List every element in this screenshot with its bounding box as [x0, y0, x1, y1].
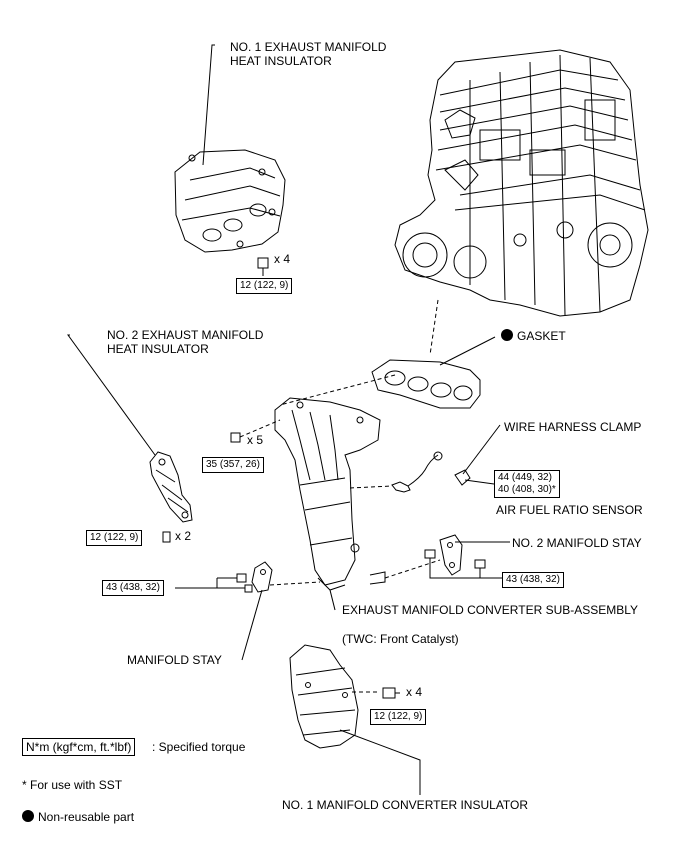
- exhaust-manifold-shape: [274, 397, 386, 591]
- legend-nonreusable: Non-reusable part: [22, 810, 134, 824]
- no1-converter-insulator-shape: [289, 644, 359, 749]
- label-wire-harness-clamp: WIRE HARNESS CLAMP: [504, 420, 642, 434]
- label-air-fuel-ratio-sensor: AIR FUEL RATIO SENSOR: [496, 503, 643, 517]
- no2-manifold-stay-shape: [439, 534, 463, 576]
- legend-sst-note: * For use with SST: [22, 778, 123, 792]
- engine-illustration: [394, 49, 649, 317]
- torque-center: 35 (357, 26): [202, 457, 264, 473]
- nonreusable-dot-icon: [501, 329, 513, 341]
- qty-bottom: x 4: [406, 685, 423, 699]
- label-no2-heat-insulator: NO. 2 EXHAUST MANIFOLD HEAT INSULATOR: [107, 328, 264, 356]
- legend-nonreusable-text: Non-reusable part: [38, 810, 135, 824]
- qty-center: x 5: [247, 433, 264, 447]
- torque-stay-left: 43 (438, 32): [102, 580, 164, 596]
- manifold-stay-shape: [251, 561, 273, 593]
- label-no1-heat-insulator: NO. 1 EXHAUST MANIFOLD HEAT INSULATOR: [230, 40, 387, 68]
- legend-torque-box: N*m (kgf*cm, ft.*lbf): [22, 738, 136, 756]
- torque-bottom: 12 (122, 9): [370, 709, 427, 725]
- torque-sensor-line1: 44 (449, 32): [498, 472, 552, 483]
- label-manifold-stay: MANIFOLD STAY: [127, 653, 222, 667]
- gasket-text: GASKET: [517, 329, 566, 343]
- label-gasket: GASKET: [501, 329, 566, 343]
- torque-stay-right: 43 (438, 32): [502, 572, 564, 588]
- legend-torque-desc: : Specified torque: [152, 740, 246, 754]
- label-twc-note: (TWC: Front Catalyst): [342, 632, 459, 646]
- torque-left: 12 (122, 9): [86, 530, 143, 546]
- af-sensor-shape: [349, 451, 443, 493]
- torque-sensor-line2: 40 (408, 30)*: [498, 484, 556, 495]
- torque-sensor: 44 (449, 32) 40 (408, 30)*: [494, 470, 560, 498]
- qty-left: x 2: [175, 529, 192, 543]
- qty-top: x 4: [274, 252, 291, 266]
- torque-top: 12 (122, 9): [236, 278, 293, 294]
- label-no2-manifold-stay: NO. 2 MANIFOLD STAY: [512, 536, 642, 550]
- no2-heat-insulator-shape: [149, 451, 193, 523]
- no1-heat-insulator-shape: [174, 149, 286, 253]
- legend-dot-icon: [22, 810, 34, 822]
- label-exhaust-manifold-converter: EXHAUST MANIFOLD CONVERTER SUB-ASSEMBLY: [342, 603, 639, 617]
- gasket-shape: [371, 359, 481, 409]
- label-no1-converter-insulator: NO. 1 MANIFOLD CONVERTER INSULATOR: [282, 798, 529, 812]
